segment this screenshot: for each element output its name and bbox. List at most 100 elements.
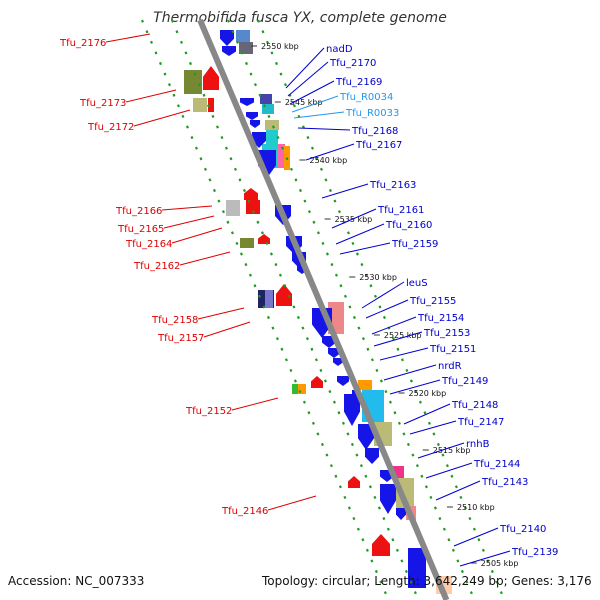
gene-feature[interactable]	[246, 200, 260, 214]
gene-arrow[interactable]	[250, 120, 260, 128]
gene-label-right[interactable]: Tfu_2144	[473, 459, 520, 470]
gene-label-right[interactable]: Tfu_2167	[355, 140, 402, 151]
gene-label-right[interactable]: Tfu_2160	[385, 220, 432, 231]
tick-label: 2505 kbp	[481, 559, 519, 568]
gene-label-left[interactable]: Tfu_2162	[133, 261, 180, 272]
gene-arrow[interactable]	[337, 376, 349, 386]
gene-arrow[interactable]	[246, 112, 258, 120]
gene-label-right[interactable]: Tfu_2155	[409, 296, 456, 307]
gene-arrow[interactable]	[222, 46, 236, 56]
gene-label-right[interactable]: Tfu_R0034	[339, 92, 393, 103]
gene-arrow[interactable]	[358, 424, 374, 450]
gene-arrow[interactable]	[203, 66, 219, 90]
gene-feature[interactable]	[260, 94, 272, 104]
gene-label-right[interactable]: Tfu_2139	[511, 547, 558, 558]
gene-label-left[interactable]: Tfu_2164	[125, 239, 172, 250]
gene-feature[interactable]	[262, 104, 274, 114]
gene-feature[interactable]	[239, 42, 253, 54]
gene-feature[interactable]	[226, 200, 240, 216]
gene-label-left[interactable]: Tfu_2173	[79, 98, 126, 109]
gene-feature[interactable]	[298, 384, 306, 394]
strand-guide	[170, 19, 420, 600]
gene-label-left[interactable]: Tfu_2146	[221, 506, 268, 517]
gene-feature[interactable]	[265, 120, 279, 130]
gene-arrow[interactable]	[372, 534, 390, 556]
gene-feature[interactable]	[184, 70, 202, 94]
leader-line	[203, 321, 251, 338]
gene-label-right[interactable]: nadD	[326, 44, 353, 55]
gene-label-right[interactable]: Tfu_2169	[335, 77, 382, 88]
gene-arrow[interactable]	[244, 188, 258, 200]
gene-label-right[interactable]: Tfu_2143	[481, 477, 528, 488]
gene-label-right[interactable]: Tfu_R0033	[345, 108, 399, 119]
strand-guide	[140, 19, 390, 600]
gene-arrow[interactable]	[344, 394, 360, 426]
gene-feature[interactable]	[240, 238, 254, 248]
gene-label-right[interactable]: Tfu_2163	[369, 180, 416, 191]
gene-feature[interactable]	[277, 144, 285, 168]
leader-line	[321, 183, 369, 199]
gene-label-right[interactable]: rnhB	[466, 439, 490, 450]
gene-feature[interactable]	[193, 98, 207, 112]
gene-arrow[interactable]	[276, 284, 292, 306]
leader-line	[361, 281, 405, 309]
gene-label-right[interactable]: Tfu_2147	[457, 417, 504, 428]
gene-label-right[interactable]: Tfu_2140	[499, 524, 546, 535]
gene-arrow[interactable]	[311, 376, 323, 388]
leader-line	[365, 299, 409, 319]
gene-arrow[interactable]	[333, 358, 343, 366]
tick-label: 2525 kbp	[384, 331, 422, 340]
gene-feature[interactable]	[265, 290, 273, 308]
backbone	[140, 18, 506, 600]
gene-label-right[interactable]: Tfu_2168	[351, 126, 398, 137]
leader-line	[231, 397, 279, 411]
gene-label-right[interactable]: Tfu_2154	[417, 313, 464, 324]
gene-label-right[interactable]: Tfu_2148	[451, 400, 498, 411]
gene-feature[interactable]	[292, 384, 298, 394]
leader-line	[339, 242, 391, 255]
gene-label-left[interactable]: Tfu_2165	[117, 224, 164, 235]
summary-text: Topology: circular; Length: 3,642,249 bp…	[262, 574, 592, 588]
leader-line	[133, 109, 191, 127]
gene-label-left[interactable]: Tfu_2157	[157, 333, 204, 344]
gene-label-right[interactable]: leuS	[406, 278, 428, 289]
leader-line	[291, 95, 339, 113]
gene-arrow[interactable]	[348, 476, 360, 488]
leader-line	[105, 33, 151, 43]
strand-guide	[256, 19, 506, 600]
gene-label-right[interactable]: nrdR	[438, 361, 462, 372]
gene-arrow[interactable]	[396, 508, 406, 520]
gene-arrow[interactable]	[380, 484, 396, 514]
leader-line	[435, 480, 481, 501]
gene-label-right[interactable]: Tfu_2149	[441, 376, 488, 387]
leader-line	[293, 111, 345, 119]
gene-label-right[interactable]: Tfu_2151	[429, 344, 476, 355]
gene-label-left[interactable]: Tfu_2158	[151, 315, 198, 326]
map-title: Thermobifida fusca YX, complete genome	[153, 10, 447, 26]
leader-line	[267, 495, 317, 511]
gene-label-left[interactable]: Tfu_2152	[185, 406, 232, 417]
leader-line	[179, 251, 231, 266]
gene-arrow[interactable]	[258, 234, 270, 244]
tick-label: 2515 kbp	[433, 446, 471, 455]
leader-line	[285, 47, 325, 89]
gene-label-right[interactable]: Tfu_2170	[329, 58, 376, 69]
gene-arrow[interactable]	[240, 98, 254, 106]
gene-feature[interactable]	[236, 30, 250, 42]
tick-label: 2510 kbp	[457, 503, 495, 512]
gene-label-left[interactable]: Tfu_2166	[115, 206, 162, 217]
gene-feature[interactable]	[208, 98, 214, 112]
gene-feature[interactable]	[266, 130, 278, 144]
gene-label-right[interactable]: Tfu_2153	[423, 328, 470, 339]
gene-label-left[interactable]: Tfu_2172	[87, 122, 134, 133]
gene-arrow[interactable]	[220, 30, 234, 46]
gene-label-left[interactable]: Tfu_2176	[59, 38, 106, 49]
gene-arrow[interactable]	[365, 448, 379, 464]
gene-label-right[interactable]: Tfu_2159	[391, 239, 438, 250]
gene-arrow[interactable]	[328, 348, 340, 358]
gene-feature[interactable]	[408, 548, 426, 588]
gene-label-right[interactable]: Tfu_2161	[377, 205, 424, 216]
gene-feature[interactable]	[358, 380, 372, 390]
